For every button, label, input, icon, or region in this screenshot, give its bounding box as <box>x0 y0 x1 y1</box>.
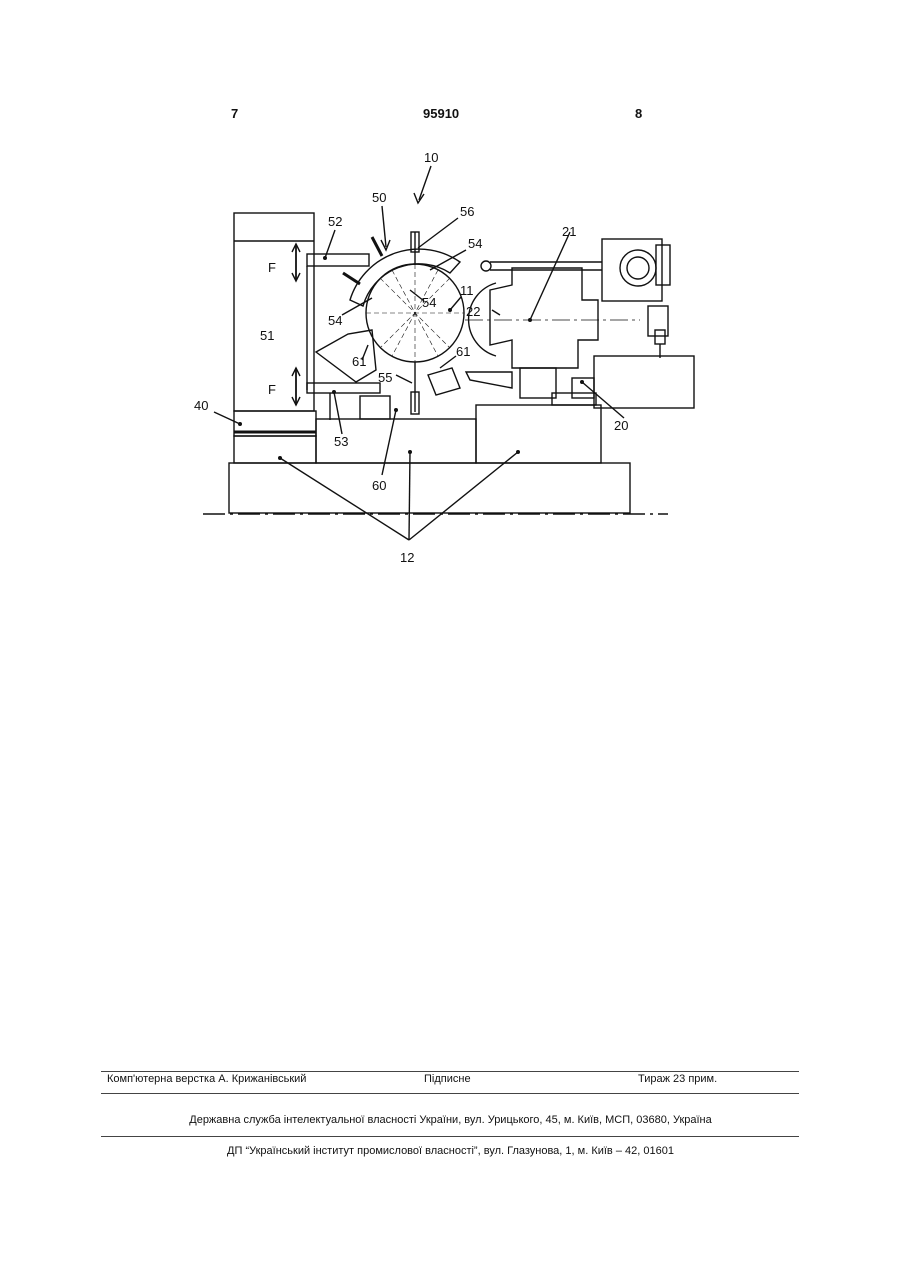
spindle-head-21 <box>490 268 598 368</box>
footer-rule-bottom <box>101 1136 799 1137</box>
label-12: 12 <box>400 550 414 565</box>
label-52: 52 <box>328 214 342 229</box>
footer-rule-middle <box>101 1093 799 1094</box>
circulation-note: Тираж 23 прим. <box>638 1073 717 1085</box>
typesetting-credit: Комп'ютерна верстка А. Крижанівський <box>107 1073 306 1085</box>
label-61-left: 61 <box>352 354 366 369</box>
label-53: 53 <box>334 434 348 449</box>
label-10: 10 <box>424 150 438 165</box>
unit-20 <box>594 356 694 408</box>
label-20: 20 <box>614 418 628 433</box>
arm-53 <box>307 383 380 393</box>
motor <box>602 239 662 301</box>
institute-address: ДП “Український інститут промислової вла… <box>0 1145 901 1157</box>
clamp-61-right <box>428 368 460 395</box>
label-54-left: 54 <box>328 313 342 328</box>
label-54-top: 54 <box>468 236 482 251</box>
label-F-bottom: F <box>268 382 276 397</box>
base-left-block <box>234 436 316 463</box>
label-50: 50 <box>372 190 386 205</box>
label-60: 60 <box>372 478 386 493</box>
label-51: 51 <box>260 328 274 343</box>
label-11: 11 <box>460 283 474 298</box>
technical-drawing: 10 50 56 52 54 21 11 22 54 54 51 F F 61 … <box>0 0 901 600</box>
base-plate <box>229 463 630 513</box>
label-61-right: 61 <box>456 344 470 359</box>
label-56: 56 <box>460 204 474 219</box>
footer-rule-top <box>101 1071 799 1072</box>
base-right-block <box>476 405 601 463</box>
arc-guide-56 <box>350 249 460 306</box>
label-55: 55 <box>378 370 392 385</box>
label-21: 21 <box>562 224 576 239</box>
label-54-center: 54 <box>422 295 436 310</box>
clamp-61-left <box>316 330 376 382</box>
arm-52 <box>307 254 369 266</box>
label-22: 22 <box>466 304 480 319</box>
agency-address: Державна служба інтелектуальної власност… <box>0 1114 901 1126</box>
label-40: 40 <box>194 398 208 413</box>
signed-note: Підписне <box>424 1073 471 1085</box>
label-F-top: F <box>268 260 276 275</box>
